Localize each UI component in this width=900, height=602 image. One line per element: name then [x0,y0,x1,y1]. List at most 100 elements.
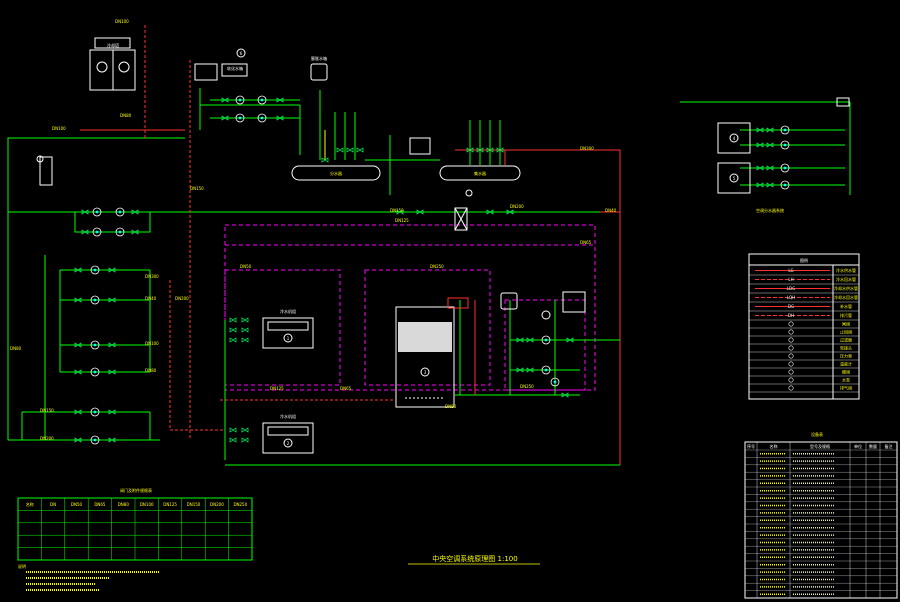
gate-valve-icon [416,209,424,215]
pipe-size-tag: DN150 [390,208,404,213]
gate-valve-icon [108,267,116,273]
circle-label-2: 2 [287,441,290,446]
gate-valve-icon [486,209,494,215]
equipment-table: 设备表 序号名称型号及规格单位数量备注 [744,431,898,599]
gate-valve-icon [74,297,82,303]
gate-valve-icon [496,147,504,153]
pump-icon [90,340,100,350]
pump-icon [90,367,100,377]
schedule-header-cell: 名称 [26,501,34,507]
pipe-size-tag: DN80 [145,368,157,373]
schedule-header-cell: DN [50,502,56,507]
pump-icon [780,125,790,135]
gate-valve-icon [81,229,89,235]
equipment-symbols [36,37,850,454]
general-notes: 说明 [18,563,160,591]
pipe-size-tag: DN65 [580,240,592,245]
gate-valve-icon [526,367,534,373]
schedule-header-cell: DN65 [94,502,106,507]
pipe-size-tag: DN100 [52,126,66,131]
legend-pipe-desc: 冷却水回水管 [834,294,858,300]
pipe-size-tag: DN200 [175,296,189,301]
equipment-header-cell: 名称 [770,443,778,449]
chiller-unit-b [262,422,314,454]
gate-valve-icon [241,327,249,333]
pipe-size-tag: DN80 [10,346,22,351]
gate-valve-icon [756,127,764,133]
supply-header [291,165,381,181]
gate-valve-icon [766,127,774,133]
pipe-size-tag: DN150 [190,186,204,191]
pipe-size-tag: DN40 [605,208,617,213]
gate-valve-icon [561,392,569,398]
pipe-size-tag: DN50 [240,264,252,269]
gate-valve-icon [766,182,774,188]
gate-valve-icon [108,409,116,415]
gate-valve-icon [516,337,524,343]
chiller-b-label: 冷水机组 [280,413,296,419]
notes-title: 说明 [18,563,26,569]
legend-symbol-desc: 过滤器 [840,337,852,343]
gate-valve-icon [241,337,249,343]
pump-icon [115,207,125,217]
legend-pipe-desc: 冷却水供水管 [834,285,858,291]
pump-icon [92,227,102,237]
gate-valve-icon [766,142,774,148]
remote-system-caption: 空调分水器系统 [756,207,784,213]
heat-exchanger [454,207,468,231]
softened-water-tank [562,291,586,313]
pump-icon [780,163,790,173]
gate-valve-icon [346,147,354,153]
schedule-header-cell: DN200 [210,502,224,507]
circle-label-1: 1 [287,336,290,341]
gate-valve-icon [766,165,774,171]
gate-valve-icon [241,317,249,323]
schedule-table-title: 阀门及附件规格表 [120,487,152,493]
gate-valve-icon [756,165,764,171]
gate-valve-icon [396,209,404,215]
equipment-header-cell: 型号及规格 [810,443,830,449]
chiller-unit-a [262,317,314,349]
pipe-size-tag: DN50 [445,404,457,409]
legend-symbol-desc: 温度计 [840,361,852,367]
chiller-a-label: 冷水机组 [280,308,296,314]
pipe-size-tag: DN80 [120,113,132,118]
water-treatment-device [39,156,53,186]
legend-pipe-code: DH [788,313,794,318]
gate-valve-icon [516,367,524,373]
gate-valve-icon [276,97,284,103]
pipe-size-tag: DN150 [40,408,54,413]
pump-icon [780,140,790,150]
pipe-size-tag: DN125 [270,386,284,391]
legend-pipe-code: LG [788,268,793,273]
pump-icon [92,207,102,217]
gate-valve-icon [566,337,574,343]
legend-symbol-desc: 蝶阀 [842,369,850,375]
gate-valve-icon [276,115,284,121]
gate-valve-icon [108,369,116,375]
gate-valve-icon [229,427,237,433]
pump-icon [235,113,245,123]
gate-valve-icon [229,327,237,333]
gate-valve-icon [476,147,484,153]
gate-valve-icon [229,317,237,323]
legend-pipe-desc: 冷水供水管 [836,267,856,273]
circle-label-4: 4 [733,136,736,141]
pipe-size-tag: DN40 [145,296,157,301]
gate-valve-icon [74,369,82,375]
gate-valve-icon [221,97,229,103]
legend-symbol-desc: 压力表 [840,353,852,359]
gate-valve-icon [108,297,116,303]
gate-valve-icon [229,437,237,443]
softener-box [194,63,218,81]
pipe-size-tag: DN250 [520,384,534,389]
gate-valve-icon [241,427,249,433]
pipe-size-tag: DN100 [115,19,129,24]
drawing-title: 中央空调系统原理图 1:100 [432,554,517,563]
return-header-label: 集水器 [474,170,486,176]
gate-valve-icon [131,229,139,235]
pipe-size-tag: DN250 [430,264,444,269]
cooling-tower-label: 冷却塔 [107,42,119,48]
